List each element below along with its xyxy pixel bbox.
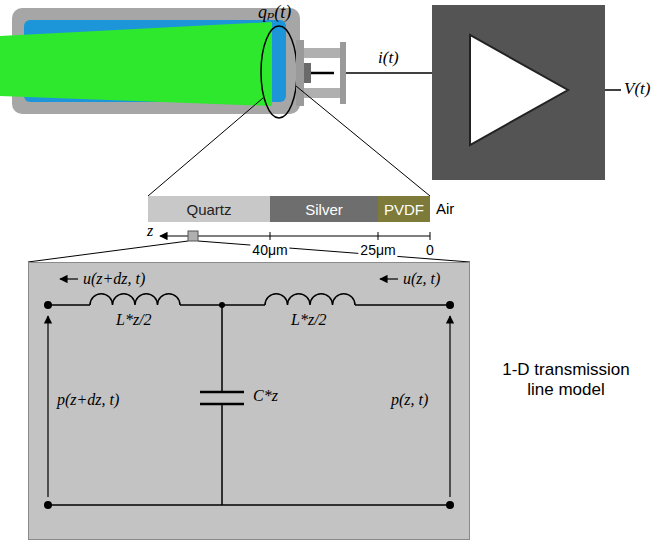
connector-body <box>304 88 342 98</box>
terminal-dot <box>446 501 454 509</box>
velocity-arrow <box>380 278 398 279</box>
medium-label: Air <box>436 200 454 217</box>
panel-fill <box>28 262 470 540</box>
output-wire <box>605 89 621 91</box>
model-title: 1-D transmission line model <box>494 360 638 399</box>
layer-name: Quartz <box>186 201 231 218</box>
transmission-line-panel: u(z+dz, t) u(z, t) L*z/2 L*z/2C*z p(z+dz, t)… <box>28 262 470 540</box>
wire <box>48 304 90 306</box>
pressure-label: p(z, t) <box>391 391 428 409</box>
voltage-label: V(t) <box>624 79 650 99</box>
pressure-arrow <box>47 316 48 497</box>
connector-flange <box>296 40 304 106</box>
inductor-symbol <box>265 294 355 305</box>
capacitor-symbol <box>200 391 244 394</box>
terminal-dot <box>446 301 454 309</box>
amplifier-symbol <box>470 35 568 145</box>
dimension-label: 40μm <box>250 242 289 258</box>
connector-body <box>304 48 342 58</box>
zoom-ellipse <box>261 26 297 118</box>
wire <box>355 304 450 306</box>
inductor-symbol <box>90 294 180 305</box>
wire <box>221 404 223 505</box>
dimension-label: 25μm <box>358 242 397 258</box>
amplifier-box <box>432 5 605 180</box>
pvdf-layer: PVDF <box>378 196 430 222</box>
capacitance-label: C*z <box>253 387 278 405</box>
current-label: i(t) <box>378 48 399 68</box>
silver-layer: Silver <box>270 196 378 222</box>
axis-tick <box>270 232 271 240</box>
terminal-dot <box>44 301 52 309</box>
zoom-line <box>198 241 470 262</box>
inductance-label: L*z/2 <box>116 311 152 329</box>
laser-beam <box>0 22 272 106</box>
axis-label: z <box>145 222 155 240</box>
signal-wire <box>346 72 432 74</box>
center-pin <box>311 72 334 75</box>
quartz-layer: Quartz <box>148 196 270 222</box>
dimension-label: 0 <box>424 242 436 258</box>
layer-name: PVDF <box>384 201 424 218</box>
z-axis <box>160 235 430 236</box>
layer-name: Silver <box>305 201 343 218</box>
velocity-label: u(z, t) <box>403 270 440 288</box>
junction-dot <box>219 302 225 308</box>
connector-plate <box>340 42 346 104</box>
wire <box>221 305 223 392</box>
terminal-dot <box>44 501 52 509</box>
sensor-element <box>304 63 311 83</box>
axis-tick <box>430 232 431 240</box>
pressure-arrow <box>449 316 450 497</box>
element-marker <box>188 231 198 241</box>
inductance-label: L*z/2 <box>291 311 327 329</box>
wire <box>48 504 450 506</box>
velocity-arrow <box>60 278 78 279</box>
velocity-label: u(z+dz, t) <box>83 270 145 288</box>
zoom-line <box>296 86 430 196</box>
axis-tick <box>378 232 379 240</box>
zoom-line <box>148 98 263 196</box>
pressure-label: p(z+dz, t) <box>57 391 119 409</box>
charge-label: qₚ(t) <box>258 2 291 23</box>
zoom-line <box>28 241 188 262</box>
